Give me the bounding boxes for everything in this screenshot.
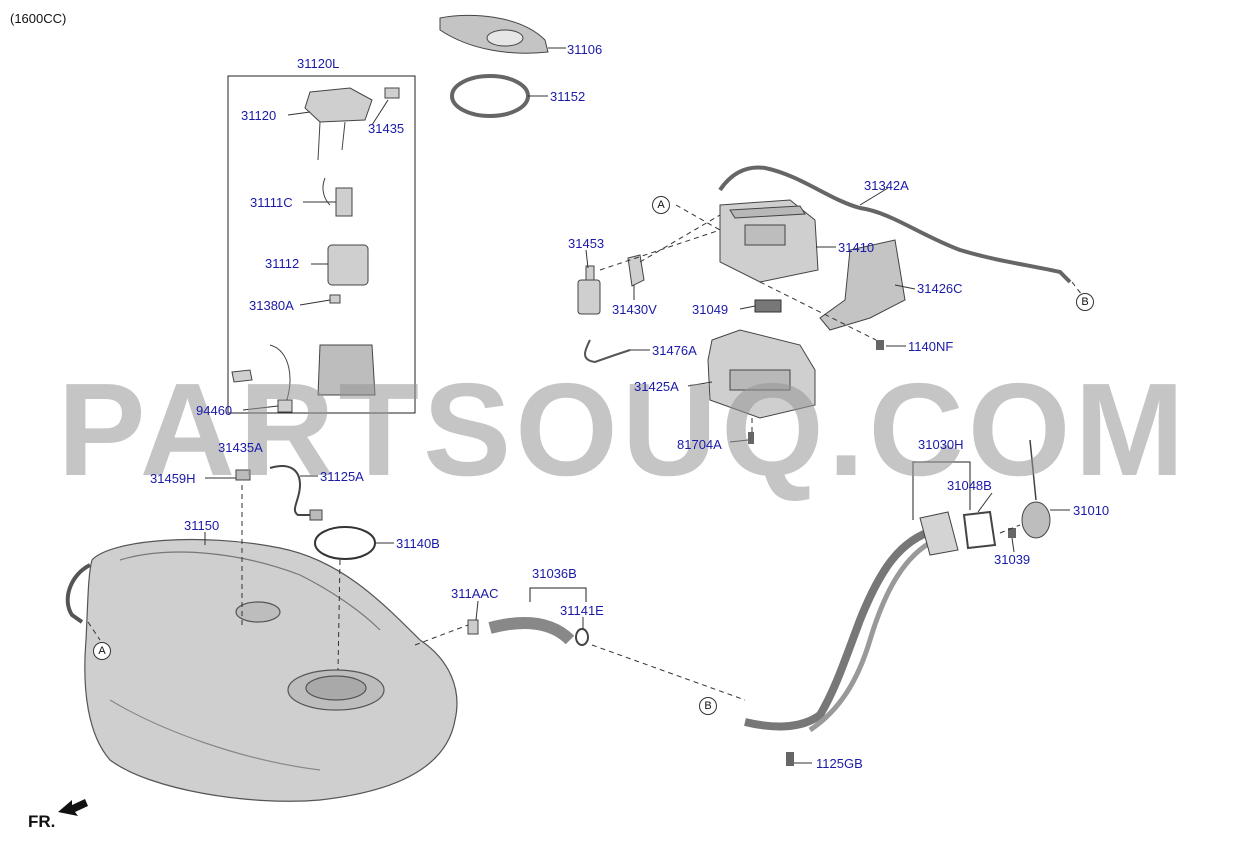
part-label-31342a[interactable]: 31342A <box>864 178 909 193</box>
leader-lines <box>204 47 1070 764</box>
part-label-31048b[interactable]: 31048B <box>947 478 992 493</box>
part-label-31476a[interactable]: 31476A <box>652 343 697 358</box>
pump-parts <box>231 87 400 413</box>
part-label-31410[interactable]: 31410 <box>838 240 875 255</box>
clamp-31141e <box>575 628 589 646</box>
bracket-31030h <box>912 461 971 476</box>
part-label-31425a[interactable]: 31425A <box>634 379 679 394</box>
clamp-311aac <box>467 619 479 635</box>
harness-31476a <box>584 339 631 364</box>
callout-a-bottom: A <box>93 642 111 660</box>
part-label-31152[interactable]: 31152 <box>550 89 586 104</box>
part-label-31049[interactable]: 31049 <box>692 302 729 317</box>
callout-b-top: B <box>1076 293 1094 311</box>
callout-b-bottom: B <box>699 697 717 715</box>
bolt-1125gb <box>786 752 794 766</box>
ring-31152 <box>450 74 530 118</box>
part-label-31112[interactable]: 31112 <box>265 256 300 271</box>
bolt-1140nf <box>876 340 884 350</box>
part-label-31120[interactable]: 31120 <box>241 108 277 123</box>
part-label-31030h[interactable]: 31030H <box>918 437 964 452</box>
pad-31049 <box>754 299 782 313</box>
filler-neck-31030h <box>744 526 937 731</box>
part-label-31459h[interactable]: 31459H <box>150 471 196 486</box>
part-label-31453[interactable]: 31453 <box>568 236 605 251</box>
hose-31036b <box>488 617 575 645</box>
part-label-31150[interactable]: 31150 <box>184 518 220 533</box>
clip-81704a <box>748 432 754 444</box>
filter-31453 <box>577 265 601 315</box>
part-label-94460[interactable]: 94460 <box>196 403 233 418</box>
part-label-31380a[interactable]: 31380A <box>249 298 294 313</box>
part-label-31140b[interactable]: 31140B <box>396 536 440 551</box>
tank-vent-hose <box>65 563 91 624</box>
bracket-31425a <box>707 329 816 419</box>
connector-31435a <box>235 469 251 481</box>
part-label-31010[interactable]: 31010 <box>1073 503 1110 518</box>
part-label-31106[interactable]: 31106 <box>567 42 603 57</box>
harness-31125a <box>269 465 312 516</box>
pump-assembly-frame <box>227 75 416 414</box>
canister-31410 <box>719 199 819 283</box>
part-label-31125a[interactable]: 31125A <box>320 469 364 484</box>
vent-line-31342a <box>718 165 1072 284</box>
part-label-31036b[interactable]: 31036B <box>532 566 577 581</box>
part-label-31426c[interactable]: 31426C <box>917 281 963 296</box>
cover-31106 <box>439 14 549 54</box>
part-label-31111c[interactable]: 31111C <box>250 195 293 210</box>
fuel-tank-31150 <box>84 538 458 802</box>
assembly-lines <box>87 204 1083 701</box>
gasket-31048b <box>962 510 997 550</box>
screw-31039 <box>1008 528 1016 538</box>
gasket-31140b <box>314 526 376 560</box>
part-label-31435a[interactable]: 31435A <box>218 440 263 455</box>
part-label-31435[interactable]: 31435 <box>368 121 405 136</box>
front-arrow-icon <box>58 799 88 816</box>
valve-31430v <box>627 254 645 287</box>
callout-a-top: A <box>652 196 670 214</box>
cap-31010 <box>1021 501 1051 539</box>
part-label-311aac[interactable]: 311AAC <box>451 586 499 601</box>
part-label-81704a[interactable]: 81704A <box>677 437 722 452</box>
part-label-31141e[interactable]: 31141E <box>560 603 604 618</box>
bracket-31036b <box>529 587 587 602</box>
part-label-1140nf[interactable]: 1140NF <box>908 339 954 354</box>
front-orientation-label: FR. <box>28 812 56 831</box>
part-label-31120l[interactable]: 31120L <box>297 56 340 71</box>
part-label-31430v[interactable]: 31430V <box>612 302 657 317</box>
variant-label: (1600CC) <box>10 11 67 26</box>
bracket-31426c <box>819 239 906 331</box>
part-label-31039[interactable]: 31039 <box>994 552 1031 567</box>
part-label-1125gb[interactable]: 1125GB <box>816 756 863 771</box>
